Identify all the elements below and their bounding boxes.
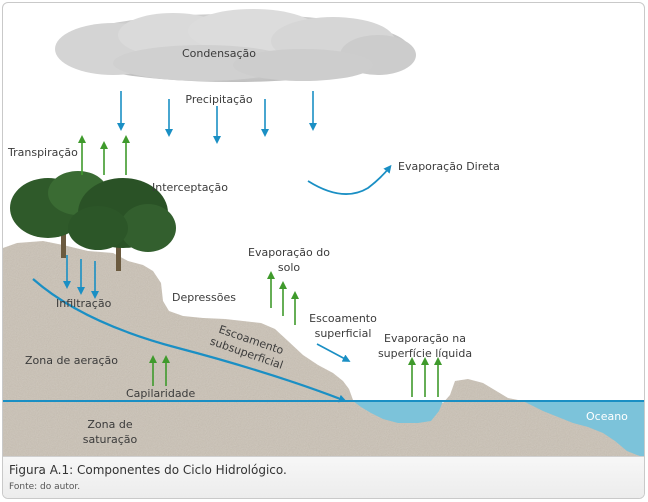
label-transpiration: Transpiração xyxy=(7,146,78,159)
ocean xyxy=(523,401,644,458)
surface-runoff-arrow xyxy=(316,343,351,362)
figure-caption: Figura A.1: Componentes do Ciclo Hidroló… xyxy=(9,463,287,477)
hydrologic-cycle-diagram: Condensação Precipitação Transpiração Ev… xyxy=(3,9,644,458)
figure-source: Fonte: do autor. xyxy=(9,482,81,492)
label-depressions: Depressões xyxy=(172,291,236,304)
transpiration-arrows xyxy=(78,135,130,175)
liquid-evaporation-arrows xyxy=(408,357,442,397)
precipitation-arrows xyxy=(117,91,317,144)
label-soil-evaporation-2: solo xyxy=(278,261,301,274)
infiltration-arrows xyxy=(63,255,99,299)
label-liquid-evaporation-2: superfície líquida xyxy=(378,347,472,360)
label-aeration-zone: Zona de aeração xyxy=(25,354,118,367)
label-liquid-evaporation: Evaporação na xyxy=(384,332,466,345)
label-saturation-zone: Zona de xyxy=(87,418,132,431)
label-soil-evaporation: Evaporação do xyxy=(248,246,330,259)
capillarity-arrows xyxy=(149,355,170,386)
label-surface-runoff-2: superficial xyxy=(315,327,372,340)
label-capillarity: Capilaridade xyxy=(126,387,196,400)
label-condensation: Condensação xyxy=(182,47,256,60)
soil-ground xyxy=(3,241,644,458)
soil-evaporation-arrows xyxy=(267,271,299,325)
cloud xyxy=(55,9,416,82)
label-infiltration: Infiltração xyxy=(56,297,112,310)
caption-box: Figura A.1: Componentes do Ciclo Hidroló… xyxy=(3,456,644,498)
label-direct-evaporation: Evaporação Direta xyxy=(398,160,500,173)
label-surface-runoff: Escoamento xyxy=(309,312,377,325)
subsurface-flow-arrow xyxy=(32,278,347,403)
label-ocean: Oceano xyxy=(586,410,628,423)
label-interception: Interceptação xyxy=(152,181,228,194)
label-saturation-zone-2: saturação xyxy=(83,433,138,446)
lake xyxy=(353,401,443,423)
trees xyxy=(10,171,176,271)
direct-evaporation-arrow xyxy=(307,164,392,195)
label-precipitation: Precipitação xyxy=(185,93,252,106)
